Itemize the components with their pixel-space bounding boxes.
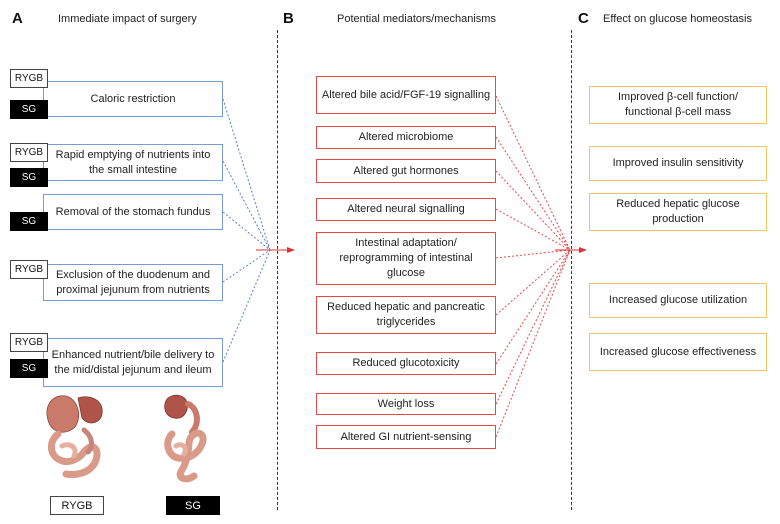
rygb-label: RYGB bbox=[50, 496, 104, 515]
panel-c-letter: C bbox=[578, 10, 589, 27]
sg-tag: SG bbox=[10, 359, 48, 378]
impact-fundus-removal: Removal of the stomach fundus bbox=[43, 194, 223, 230]
separator-bc bbox=[571, 30, 572, 510]
separator-ab bbox=[277, 30, 278, 510]
effect-beta-cell: Improved β-cell function/ functional β-c… bbox=[589, 86, 767, 124]
sg-anatomy-illustration bbox=[164, 394, 207, 483]
panel-a-title: Immediate impact of surgery bbox=[58, 13, 197, 25]
impact-rapid-emptying: Rapid emptying of nutrients into the sma… bbox=[43, 144, 223, 181]
rygb-tag: RYGB bbox=[10, 333, 48, 352]
mediator-nutrient-sensing: Altered GI nutrient-sensing bbox=[316, 425, 496, 449]
sg-tag: SG bbox=[10, 100, 48, 119]
rygb-anatomy-illustration bbox=[46, 395, 103, 478]
rygb-tag: RYGB bbox=[10, 69, 48, 88]
rygb-tag: RYGB bbox=[10, 143, 48, 162]
mediator-microbiome: Altered microbiome bbox=[316, 126, 496, 149]
sg-tag: SG bbox=[10, 168, 48, 187]
mediator-bile-acid: Altered bile acid/FGF-19 signalling bbox=[316, 76, 496, 114]
effect-glucose-utilization: Increased glucose utilization bbox=[589, 283, 767, 318]
impact-caloric-restriction: Caloric restriction bbox=[43, 81, 223, 117]
panel-c-title: Effect on glucose homeostasis bbox=[603, 13, 752, 25]
effect-glucose-effectiveness: Increased glucose effectiveness bbox=[589, 333, 767, 371]
rygb-tag: RYGB bbox=[10, 260, 48, 279]
impact-duodenum-exclusion: Exclusion of the duodenum and proximal j… bbox=[43, 264, 223, 301]
panel-a-letter: A bbox=[12, 10, 23, 27]
effect-insulin-sensitivity: Improved insulin sensitivity bbox=[589, 146, 767, 181]
mediator-gut-hormones: Altered gut hormones bbox=[316, 159, 496, 183]
panel-b-letter: B bbox=[283, 10, 294, 27]
mediator-weight-loss: Weight loss bbox=[316, 393, 496, 415]
sg-label: SG bbox=[166, 496, 220, 515]
mediator-glucotoxicity: Reduced glucotoxicity bbox=[316, 352, 496, 375]
impact-nutrient-delivery: Enhanced nutrient/bile delivery to the m… bbox=[43, 338, 223, 387]
mediator-triglycerides: Reduced hepatic and pancreatic triglycer… bbox=[316, 296, 496, 334]
effect-hepatic-glucose: Reduced hepatic glucose production bbox=[589, 193, 767, 231]
mediator-intestinal-adaptation: Intestinal adaptation/ reprogramming of … bbox=[316, 232, 496, 285]
mediator-neural-signalling: Altered neural signalling bbox=[316, 198, 496, 221]
panel-b-title: Potential mediators/mechanisms bbox=[337, 13, 496, 25]
sg-tag: SG bbox=[10, 212, 48, 231]
